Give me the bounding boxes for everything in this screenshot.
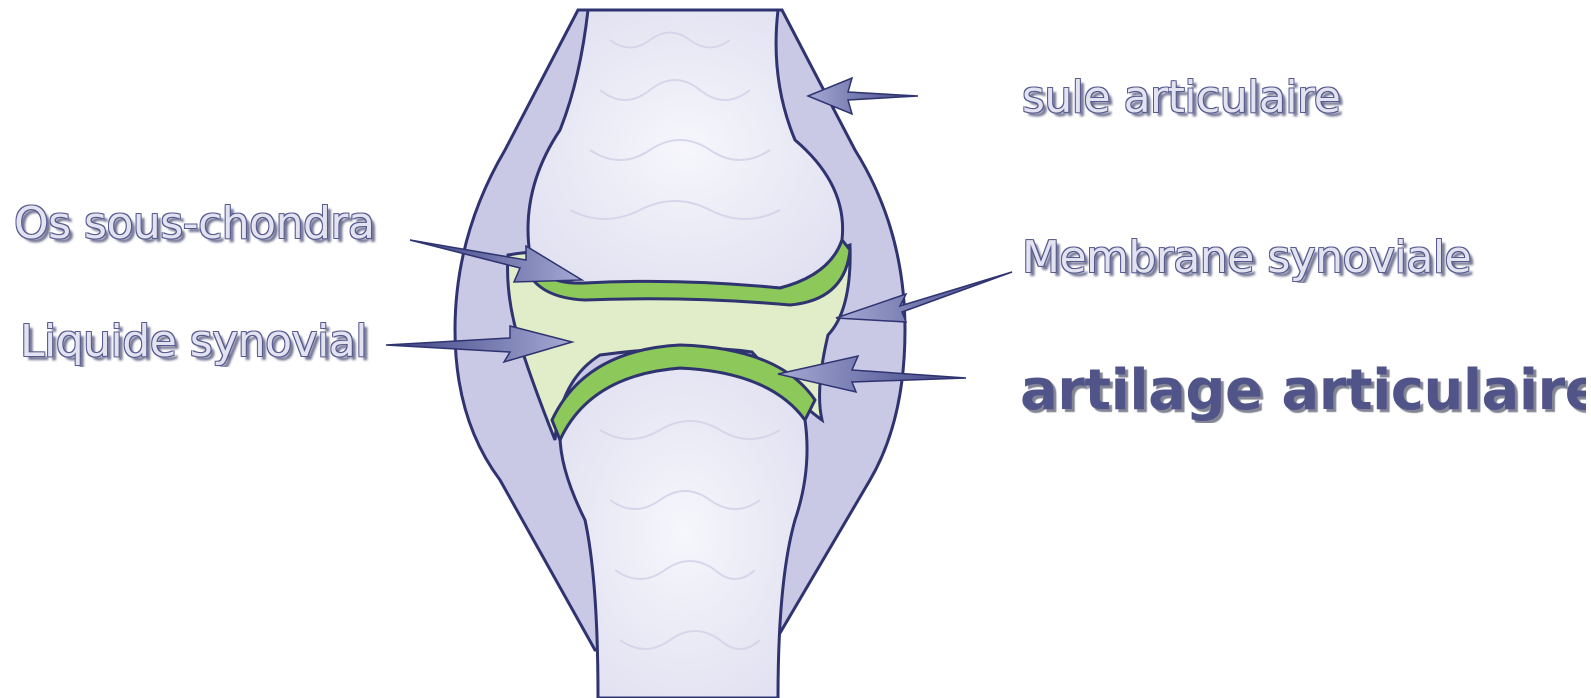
label-liquide-synovial: Liquide synovial bbox=[20, 316, 390, 367]
label-cartilage-articulaire: artilage articulaire bbox=[1020, 358, 1586, 423]
lower-bone-shape bbox=[560, 368, 807, 698]
label-os-sous-chondral: Os sous-chondra bbox=[14, 198, 386, 249]
label-membrane-synoviale: Membrane synoviale bbox=[1022, 232, 1582, 283]
label-capsule: sule articulaire bbox=[1022, 72, 1582, 123]
